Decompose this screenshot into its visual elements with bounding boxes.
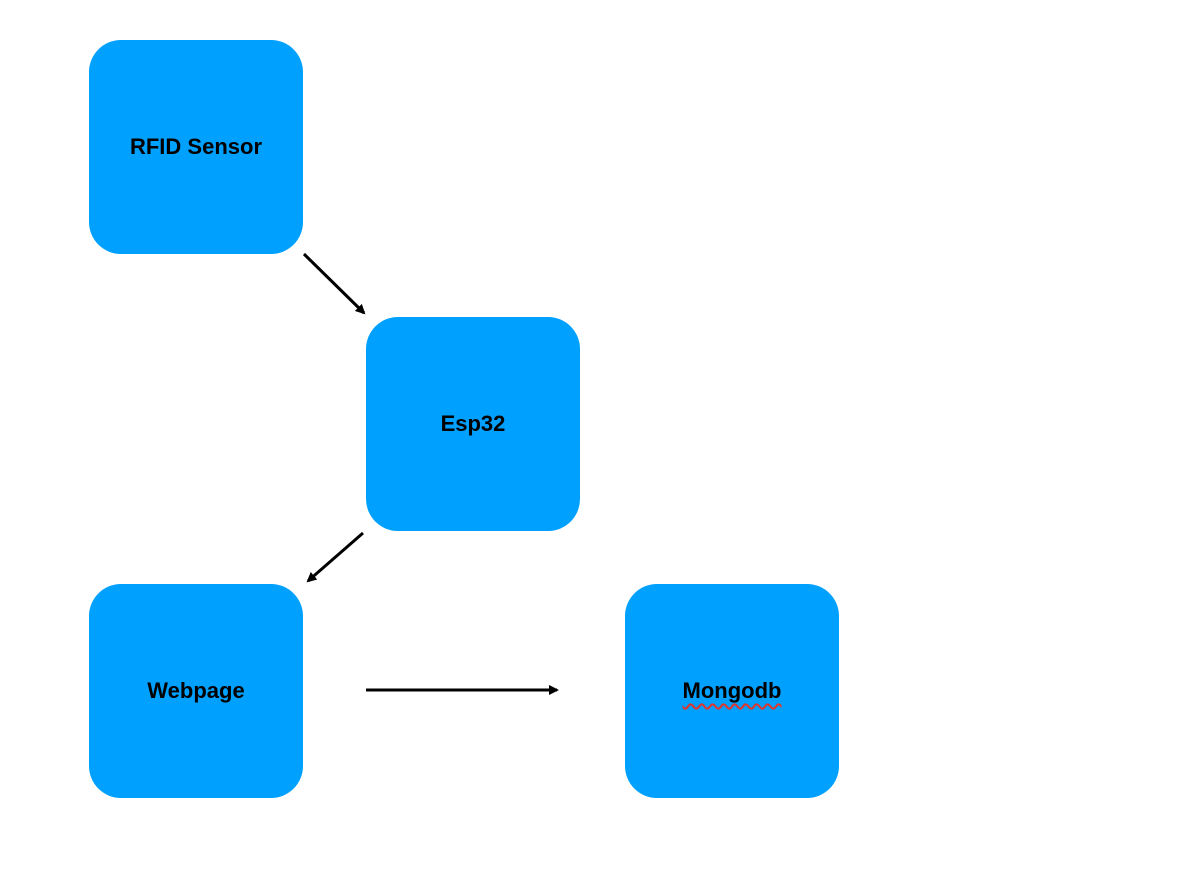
arrow-esp32-to-webpage <box>306 531 364 583</box>
node-esp32[interactable]: Esp32 <box>366 317 580 531</box>
arrow-rfid-to-esp32 <box>302 252 366 315</box>
node-webpage[interactable]: Webpage <box>89 584 303 798</box>
node-mongodb[interactable]: Mongodb <box>625 584 839 798</box>
node-label-esp32: Esp32 <box>440 411 506 436</box>
node-label-webpage: Webpage <box>147 678 245 703</box>
node-label-mongodb: Mongodb <box>682 678 782 703</box>
node-rfid-sensor[interactable]: RFID Sensor <box>89 40 303 254</box>
node-label-rfid-sensor: RFID Sensor <box>129 134 263 159</box>
